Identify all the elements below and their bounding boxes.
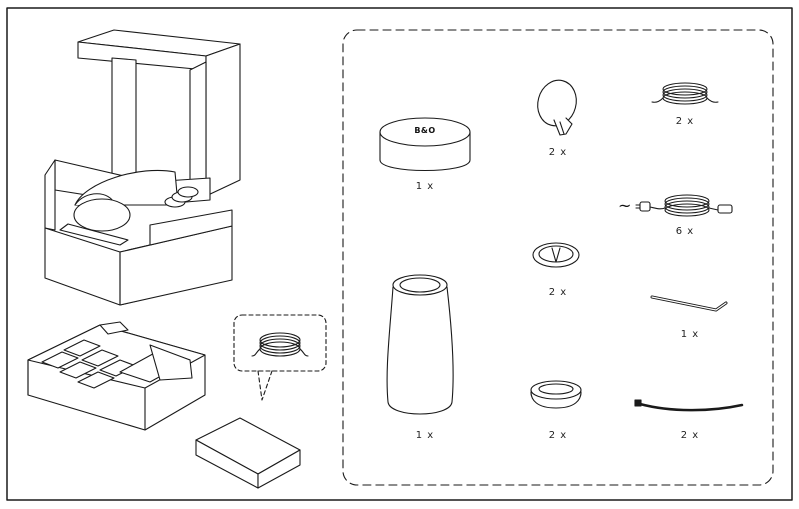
callout-cable-coil [251, 332, 309, 357]
brand-logo: B&O [414, 126, 436, 135]
contents-dashed-box [342, 29, 774, 486]
wall-mount-plate-quantity: 2 x [548, 147, 568, 158]
hex-key [650, 295, 728, 312]
speaker-body [386, 274, 454, 415]
callout-bubble [233, 314, 327, 401]
foam-insert [27, 321, 206, 431]
accessory-box [195, 417, 301, 489]
wall-mount-plate [537, 79, 577, 136]
cable-coil [651, 82, 719, 105]
rubber-foot [530, 380, 582, 409]
cable-tie [634, 399, 744, 412]
table-stand-plate-quantity: 2 x [548, 287, 568, 298]
ac-symbol-icon: ~ [618, 196, 632, 215]
open-shipping-box [44, 29, 241, 306]
power-cord [635, 194, 733, 217]
rubber-foot-quantity: 2 x [548, 430, 568, 441]
hex-key-quantity: 1 x [680, 329, 700, 340]
speaker-body-quantity: 1 x [415, 430, 435, 441]
outer-frame [6, 7, 793, 501]
cable-coil-quantity: 2 x [675, 116, 695, 127]
cable-tie-quantity: 2 x [680, 430, 700, 441]
speaker-base-quantity: 1 x [415, 181, 435, 192]
table-stand-plate [532, 242, 580, 268]
power-cord-quantity: 6 x [675, 226, 695, 237]
speaker-base [379, 117, 471, 171]
